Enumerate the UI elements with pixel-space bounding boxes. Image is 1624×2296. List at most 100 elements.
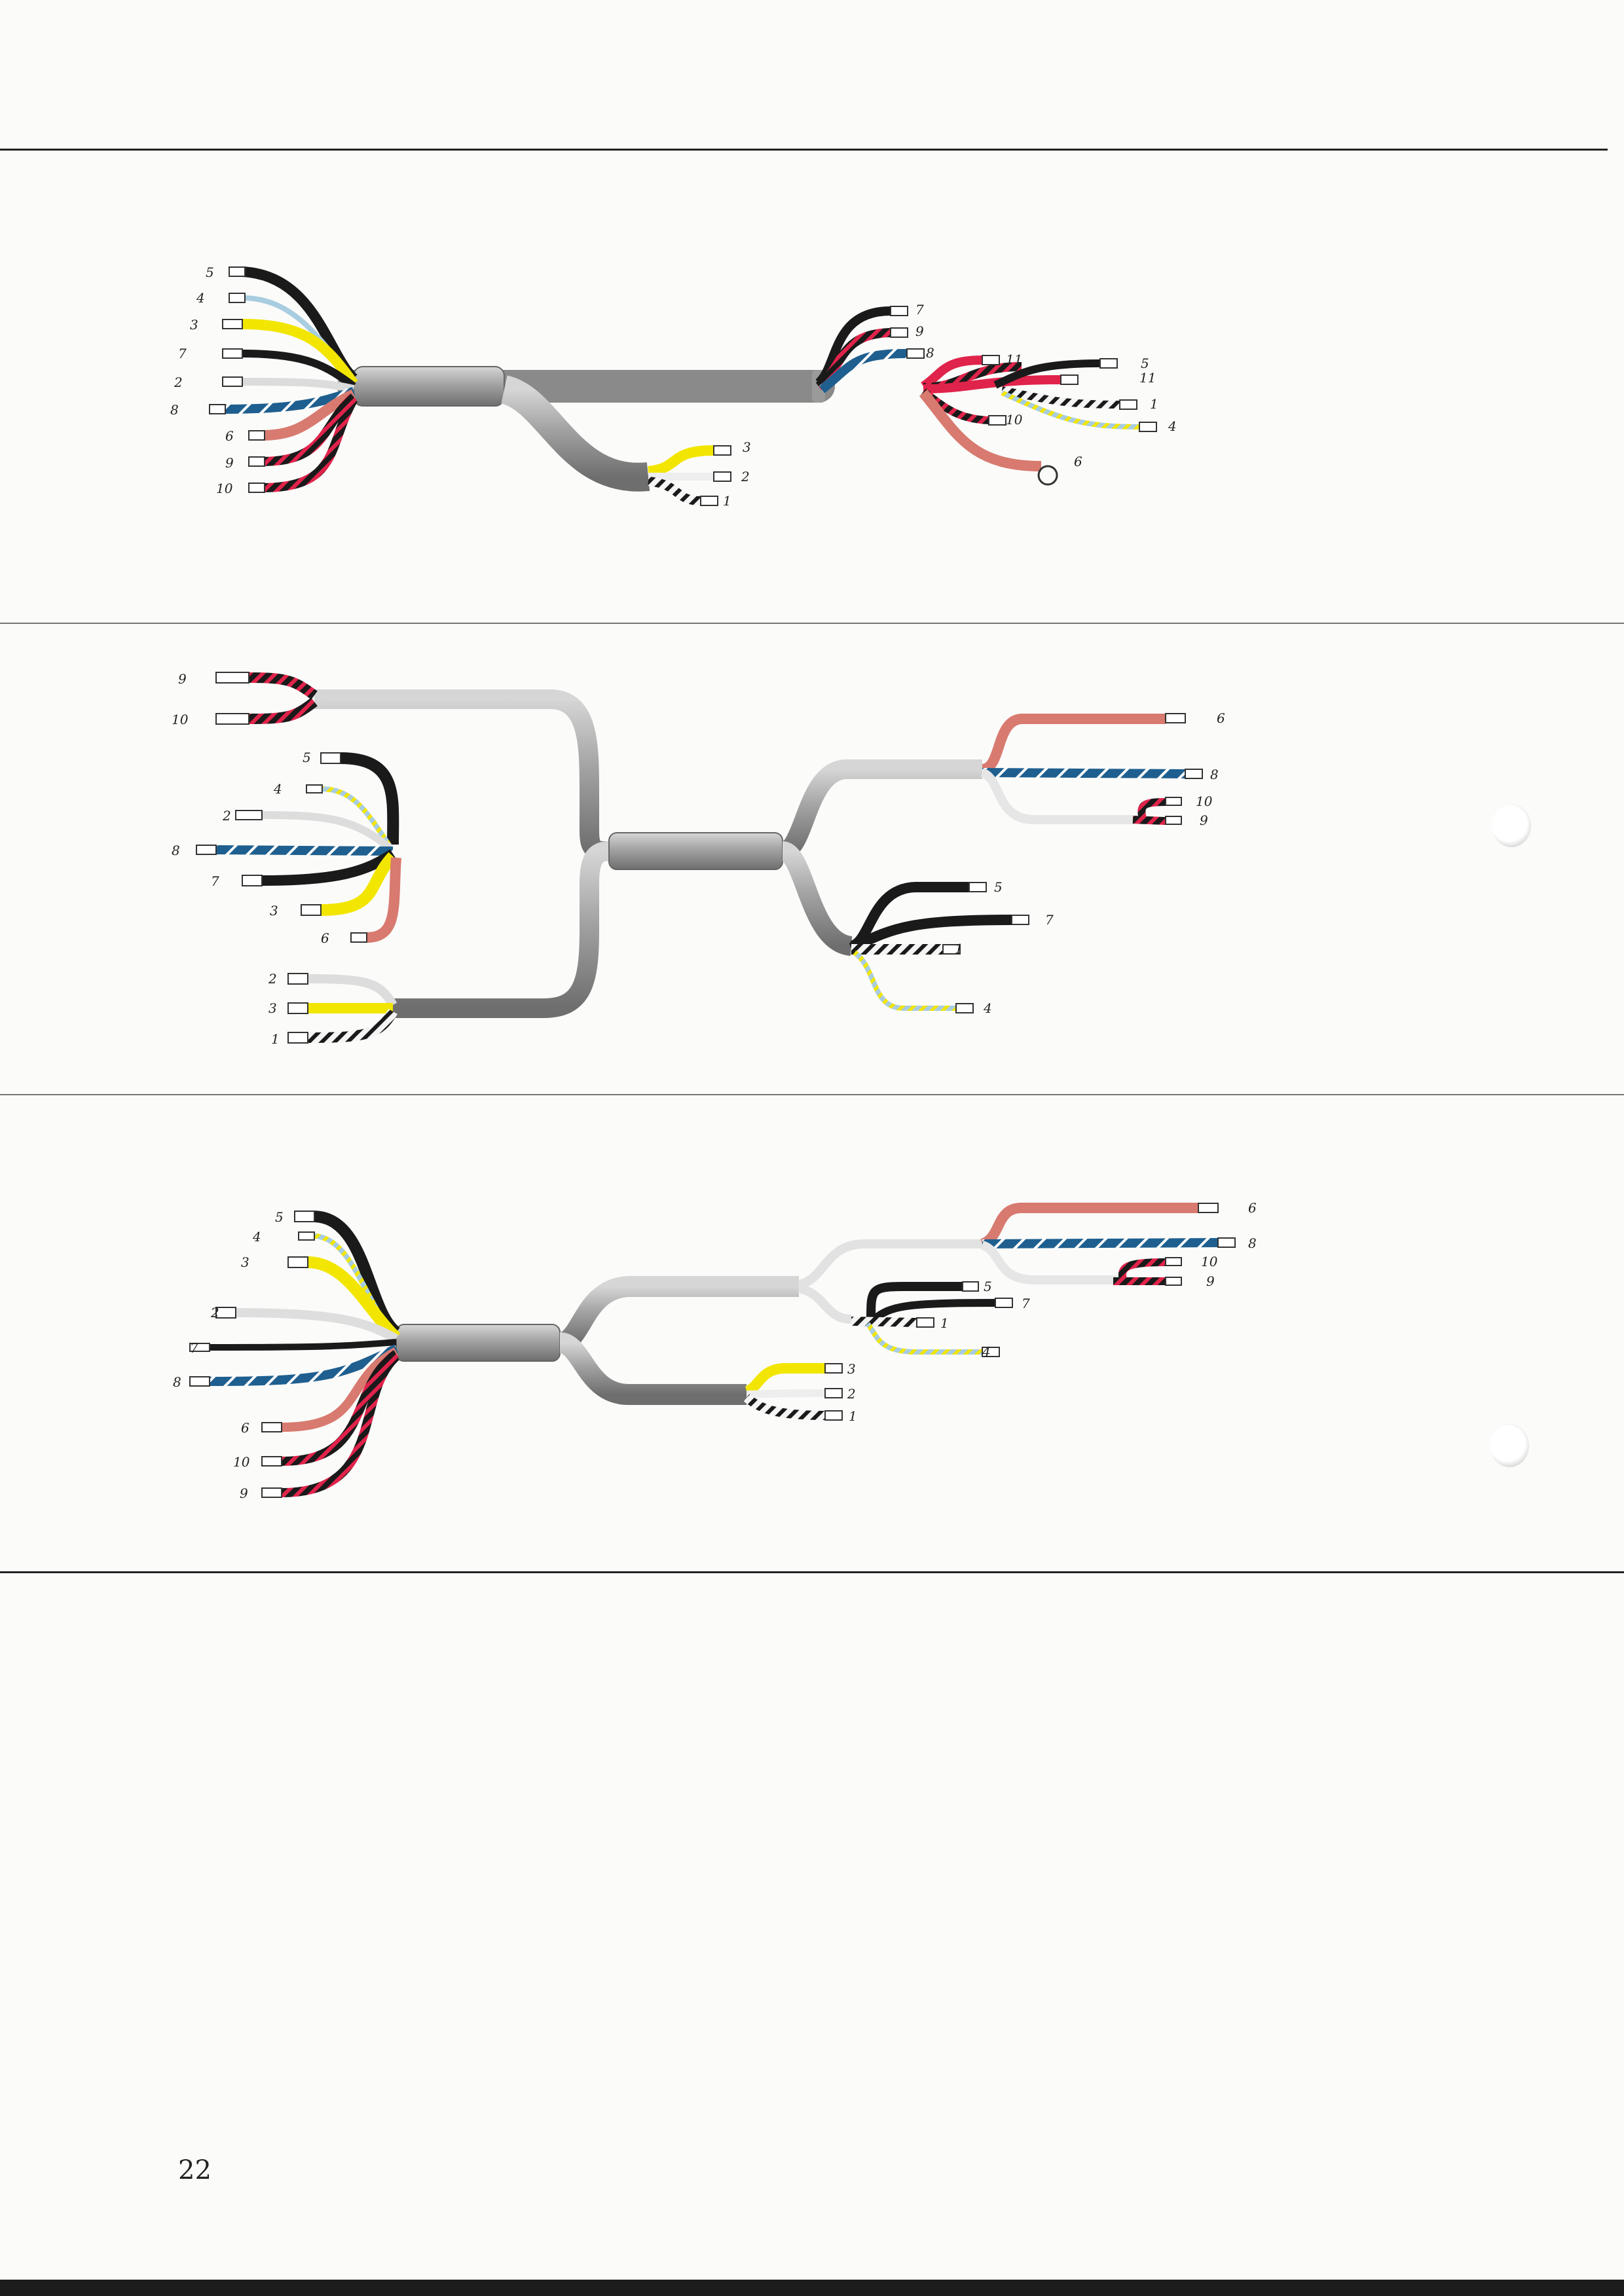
wire-white: [307, 974, 397, 1008]
wire-label: 9: [915, 323, 924, 339]
wire-label: 1: [849, 1408, 857, 1424]
harness-junction: [608, 832, 783, 870]
wire-pink: [261, 389, 356, 441]
wire-yellow: [242, 319, 358, 387]
top-rule: [0, 149, 1608, 151]
wire-label: 6: [225, 428, 234, 444]
wire-black-white: [1001, 386, 1120, 409]
bottom-rule: [0, 1571, 1624, 1573]
wire-label: 3: [743, 439, 751, 455]
harness-1: 5 4 3 7 2 8 6 9 10 3 2 1 7 9 8 11 5 11 1…: [170, 264, 1177, 509]
wire-black-white: [851, 1317, 917, 1327]
wire-label: 2: [847, 1386, 856, 1402]
wire-lightblue: [853, 950, 956, 1011]
wire-yellow: [745, 1363, 825, 1396]
wire-label: 6: [1074, 454, 1082, 469]
wire-label: 3: [241, 1254, 249, 1270]
wire-black: [340, 752, 399, 845]
wire-label: 7: [1022, 1296, 1030, 1311]
wire-label: 9: [240, 1485, 248, 1501]
wire-label: 3: [268, 1000, 277, 1016]
wire-label: 10: [1201, 1254, 1218, 1269]
wire-label: 1: [955, 941, 963, 957]
cable-branch: [558, 1276, 799, 1353]
punch-hole: [1490, 1424, 1529, 1467]
wire-label: 11: [1006, 352, 1022, 367]
wire-red-black: [281, 1353, 399, 1497]
wire-label: 5: [275, 1209, 284, 1225]
wire-label: 3: [847, 1361, 856, 1377]
wire-label: 8: [173, 1374, 181, 1390]
wire-label: 1: [723, 493, 731, 509]
wire-black: [866, 1282, 963, 1320]
wire-white: [980, 768, 1146, 824]
wire-lightblue: [320, 786, 392, 848]
wire-label: 10: [216, 481, 233, 496]
page-number: 22: [178, 2155, 212, 2185]
wire-red-black: [248, 697, 318, 724]
wire-blue-white: [982, 1238, 1219, 1248]
wire-label: 5: [994, 879, 1003, 895]
wire-label: 4: [252, 1229, 261, 1245]
wire-label: 2: [174, 374, 183, 390]
wire-label: 10: [172, 712, 189, 727]
wire-label: 2: [268, 971, 277, 987]
wire-label: 9: [1206, 1273, 1215, 1289]
wire-label: 7: [211, 873, 219, 889]
wire-label: 3: [190, 317, 198, 333]
wire-lightblue: [1001, 390, 1140, 429]
wire-black: [209, 1339, 397, 1351]
wire-label: 2: [222, 808, 231, 824]
cable-branch: [780, 841, 853, 956]
wire-label: 9: [178, 671, 187, 687]
wire-label: 7: [178, 346, 187, 361]
wire-blue-white: [819, 349, 908, 393]
punch-hole: [1492, 804, 1531, 847]
wire-blue-white: [982, 768, 1186, 778]
wire-label: 10: [233, 1454, 250, 1470]
wire-black: [872, 1299, 996, 1322]
wire-white: [242, 378, 355, 393]
wire-blue-white: [215, 845, 394, 856]
wire-black: [849, 915, 1012, 953]
wire-label: 6: [1217, 710, 1225, 726]
wire-label: 8: [170, 402, 179, 418]
wire-label: 1: [1150, 396, 1158, 412]
wire-label: 5: [984, 1279, 992, 1294]
cable-branch: [798, 1239, 982, 1289]
wire-label: 7: [190, 1340, 198, 1356]
wire-pink: [981, 714, 1166, 774]
wire-label: 4: [1168, 418, 1177, 434]
wire-label: 4: [273, 781, 282, 797]
wire-black-white: [307, 1008, 397, 1043]
wire-red-black: [815, 328, 891, 390]
wire-label: 6: [1248, 1200, 1257, 1216]
wire-red: [923, 375, 1061, 393]
wire-label: 2: [741, 469, 750, 484]
wire-label: 8: [172, 843, 180, 858]
wire-label: 8: [1248, 1235, 1257, 1251]
harness-3: 5 4 3 2 7 8 6 10 9 6 8 10 9 5 7 1 4 3 2 …: [173, 1200, 1257, 1501]
wire-pink: [366, 857, 401, 943]
wire-terminals: [189, 1203, 1236, 1498]
wire-red-black: [248, 672, 318, 700]
cable-branch: [558, 1332, 747, 1405]
wire-red-black: [1118, 1258, 1166, 1281]
wire-label: 11: [1139, 370, 1156, 386]
wire-label: 4: [982, 1344, 991, 1360]
wire-yellow: [647, 445, 714, 477]
wire-label: 6: [321, 930, 329, 946]
wire-label: 4: [983, 1000, 992, 1016]
wire-red-black: [1137, 798, 1166, 820]
wire-white: [261, 811, 392, 851]
wire-label: 4: [196, 290, 205, 306]
wire-terminals: [196, 672, 1203, 1044]
wire-black-white: [743, 1394, 826, 1420]
wire-red-black: [1132, 816, 1166, 825]
wire-label: 2: [210, 1305, 219, 1321]
wire-label: 1: [271, 1031, 280, 1047]
scan-edge: [0, 2280, 1624, 2296]
wire-label: 5: [303, 750, 311, 765]
wire-label: 1: [940, 1315, 949, 1331]
